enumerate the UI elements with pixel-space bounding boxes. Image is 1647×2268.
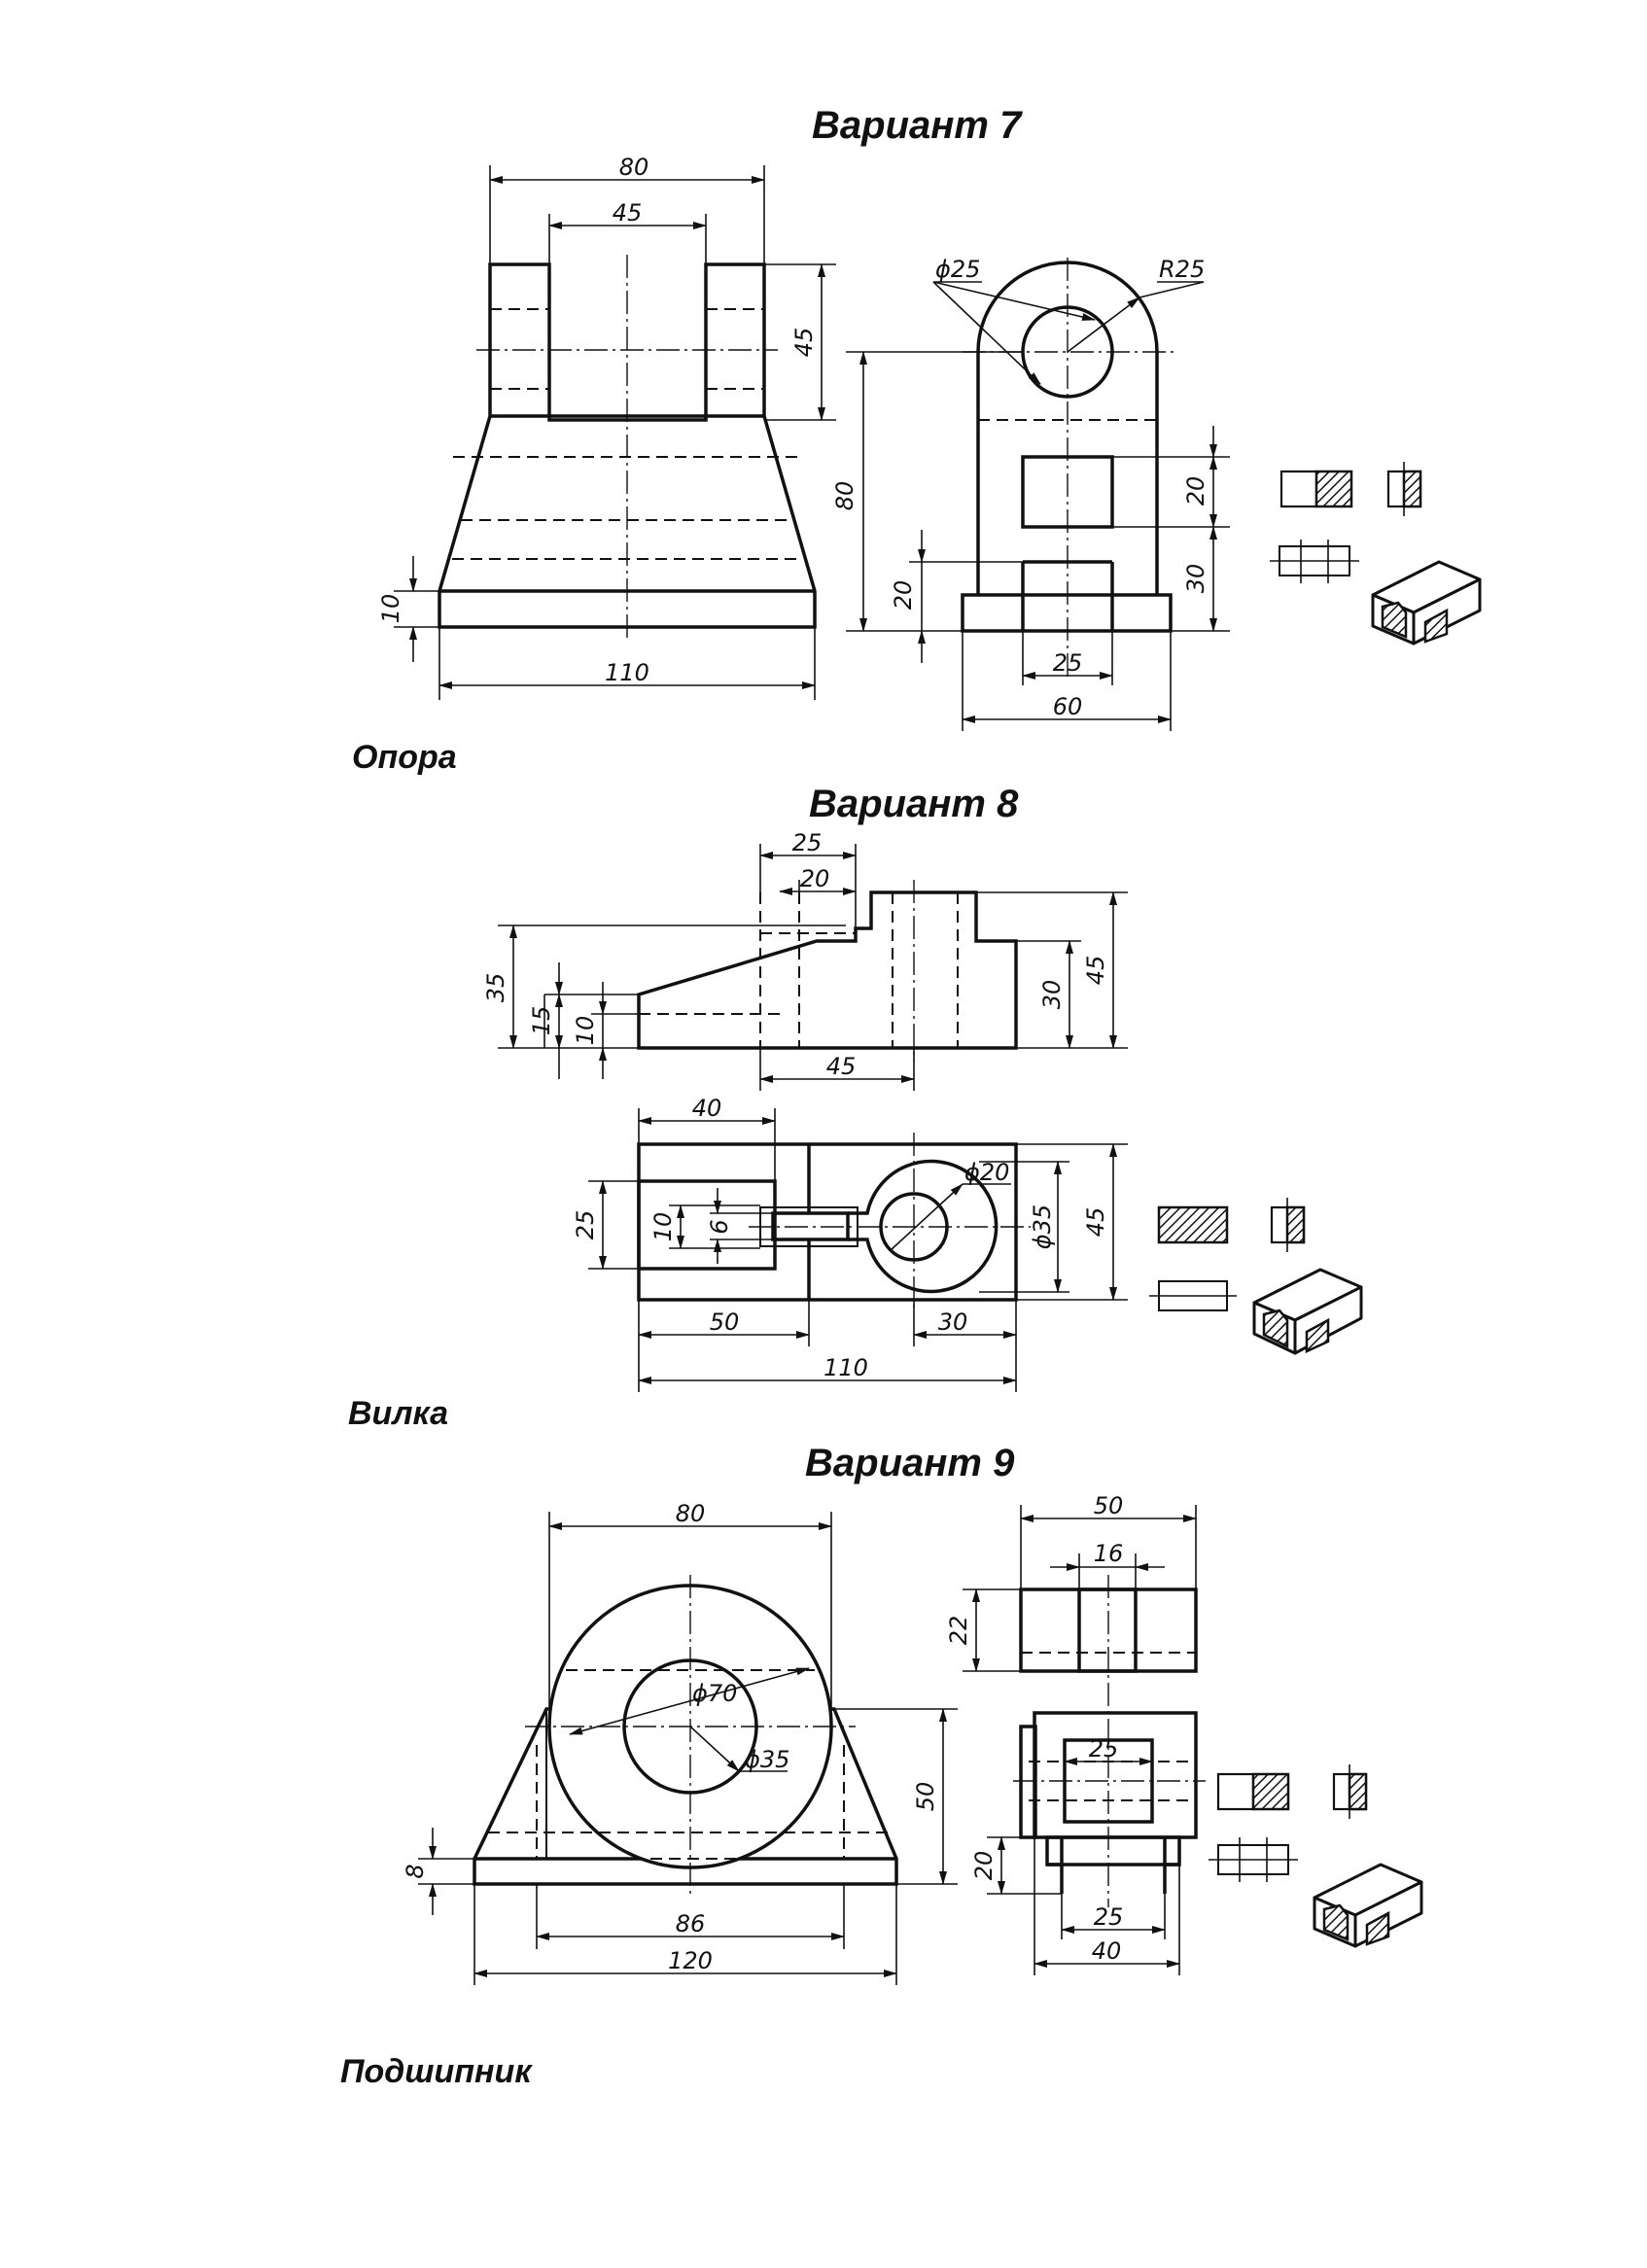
dim-8-slot-25: 25: [572, 1210, 599, 1240]
dim-8-height-30: 30: [1038, 980, 1066, 1010]
variant-9-title: Вариант 9: [805, 1442, 1015, 1484]
dim-7-r25: R25: [1159, 256, 1205, 283]
variant-9-section-icons: [1209, 1764, 1423, 1948]
dim-7-slot-20: 20: [1182, 476, 1209, 506]
dim-9-width-86: 86: [676, 1910, 706, 1937]
dim-7-width-110: 110: [605, 659, 649, 686]
dim-8-width-50: 50: [710, 1308, 740, 1336]
variant-7-title: Вариант 7: [812, 104, 1023, 147]
variant-7-side-view: ϕ25 R25 80 20 30 20 25: [831, 256, 1230, 731]
dim-9-width-120: 120: [668, 1947, 713, 1974]
variant-9-caption: Подшипник: [340, 2053, 533, 2090]
dim-7-height-80: 80: [831, 481, 859, 511]
dim-9-slot-25: 25: [1089, 1735, 1119, 1762]
variant-7-iso-icon: [1371, 560, 1482, 646]
dim-7-base-20: 20: [890, 580, 917, 611]
dim-8-width-25: 25: [792, 829, 823, 856]
dim-8-width-30: 30: [938, 1308, 968, 1336]
dim-9-phi70: ϕ70: [692, 1680, 737, 1707]
dim-9-height-50: 50: [912, 1782, 939, 1812]
dim-9-width-80: 80: [676, 1500, 706, 1527]
dim-8-height-35: 35: [482, 973, 509, 1003]
dim-8-phi35: ϕ35: [1029, 1204, 1056, 1249]
dim-8-phi20: ϕ20: [964, 1159, 1009, 1186]
dim-7-height-30: 30: [1182, 564, 1209, 594]
variant-9-front-view: 80 ϕ70 ϕ35 50 8 86 120: [402, 1500, 958, 1985]
variant-8-caption: Вилка: [348, 1395, 448, 1432]
dim-8-slot-10: 10: [649, 1212, 677, 1242]
dim-8-height-45b: 45: [1082, 1207, 1109, 1238]
variant-9-iso-icon: [1313, 1863, 1423, 1948]
dim-9-base-8: 8: [402, 1864, 429, 1878]
dim-7-width-25: 25: [1053, 649, 1083, 677]
dim-8-slot-6: 6: [706, 1219, 733, 1234]
variant-7-section-icons: [1270, 462, 1482, 646]
dim-7-height-45: 45: [790, 328, 818, 358]
dim-9-width-50: 50: [1094, 1492, 1124, 1519]
variant-8-top-view: 40 25 10 6 ϕ20 ϕ35 45: [572, 1095, 1128, 1392]
dim-8-width-40: 40: [692, 1095, 722, 1122]
variant-9: Вариант 9 80 ϕ70 ϕ35: [340, 1442, 1423, 2090]
dim-9-width-40: 40: [1092, 1937, 1122, 1965]
dim-8-width-20: 20: [800, 865, 830, 892]
dim-8-height-45: 45: [1082, 956, 1109, 986]
dim-7-base-10: 10: [377, 594, 404, 624]
variant-8-front-view: 25 20 35 15 10 30 45: [482, 829, 1128, 1091]
dim-7-width-60: 60: [1053, 693, 1083, 720]
variant-8-title: Вариант 8: [809, 783, 1019, 825]
variant-8-iso-icon: [1252, 1268, 1363, 1355]
dim-8-height-15: 15: [528, 1006, 555, 1036]
variant-7: Вариант 7 80 45 4: [352, 104, 1482, 776]
variant-8-section-icons: [1149, 1198, 1363, 1355]
dim-9-width-16: 16: [1094, 1540, 1124, 1567]
dim-9-height-20: 20: [970, 1851, 998, 1881]
dim-7-slot-45: 45: [613, 199, 643, 227]
dim-9-phi35: ϕ35: [745, 1746, 789, 1773]
dim-9-width-25: 25: [1094, 1903, 1124, 1931]
variant-7-caption: Опора: [352, 739, 457, 776]
dim-7-phi25: ϕ25: [935, 256, 980, 283]
variant-8: Вариант 8 25 20 35: [348, 783, 1363, 1432]
dim-8-height-10: 10: [572, 1016, 599, 1046]
dim-8-width-110: 110: [824, 1354, 868, 1381]
dim-7-width-80: 80: [619, 154, 649, 181]
variant-7-front-view: 80 45 45 10 110: [377, 154, 836, 700]
dim-9-height-22: 22: [945, 1616, 972, 1646]
variant-9-side-view: 50 16 22 25 20 25 40: [945, 1492, 1206, 1975]
dim-8-width-45: 45: [826, 1053, 857, 1080]
